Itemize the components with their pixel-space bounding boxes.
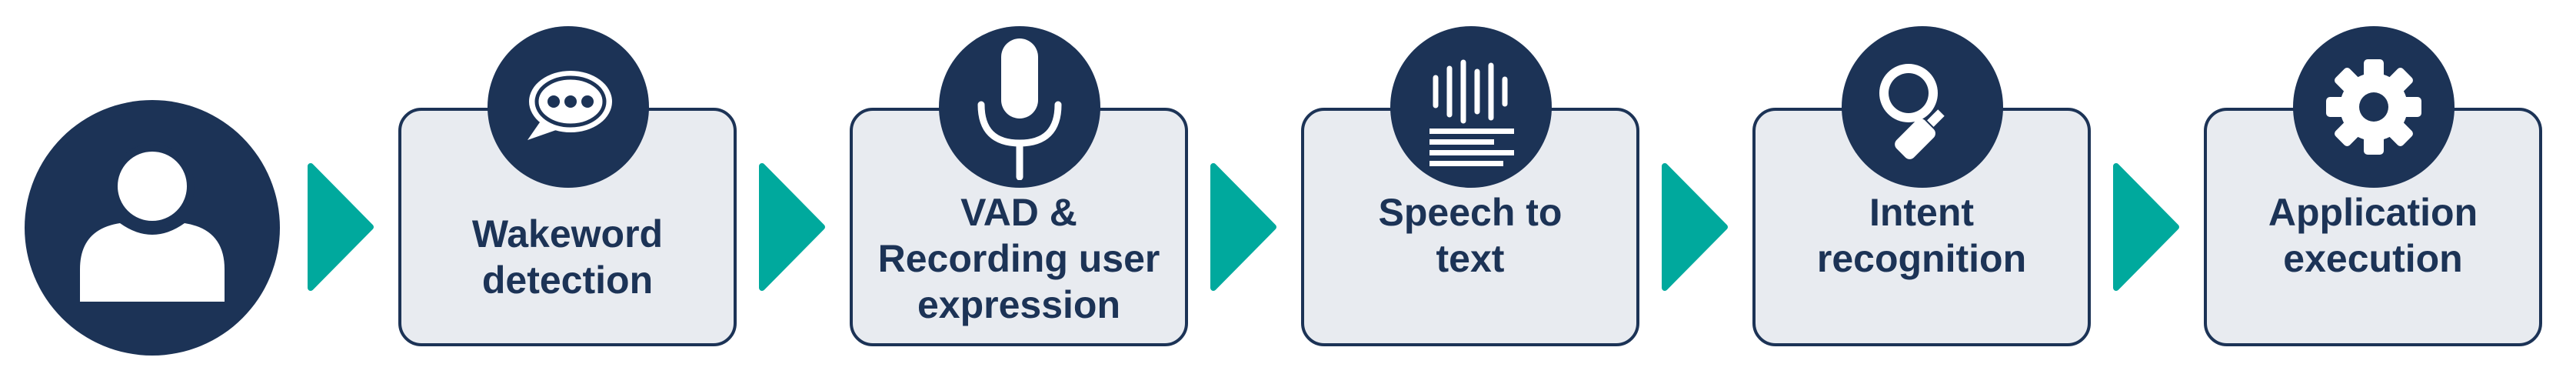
gear-icon [2326, 59, 2421, 155]
user-icon [80, 144, 225, 302]
speech-bubble-icon [528, 71, 612, 140]
step-label: Intent recognition [1816, 191, 2027, 280]
flow-arrow-2 [759, 163, 825, 291]
flow-arrow-3 [1210, 163, 1276, 291]
waveform-text-icon [1429, 59, 1514, 166]
step-label: Wakeword detection [471, 212, 664, 302]
step-label: VAD & Recording user expression [877, 191, 1160, 326]
flow-arrow-5 [2113, 163, 2179, 291]
badge-wakeword [488, 26, 649, 188]
step-label: Speech to text [1378, 191, 1563, 280]
badge-intent [1842, 26, 2003, 188]
flow-arrow-1 [308, 163, 374, 291]
badge-application [2293, 26, 2455, 188]
badge-speech-to-text [1390, 26, 1552, 188]
badge-vad [939, 26, 1100, 188]
step-label: Application execution [2268, 191, 2478, 280]
step-card-wakeword: Wakeword detection [398, 108, 737, 346]
microphone-icon [977, 38, 1062, 180]
flow-arrow-4 [1662, 163, 1728, 291]
user-node [25, 100, 280, 356]
magnifier-icon [1879, 64, 1945, 159]
